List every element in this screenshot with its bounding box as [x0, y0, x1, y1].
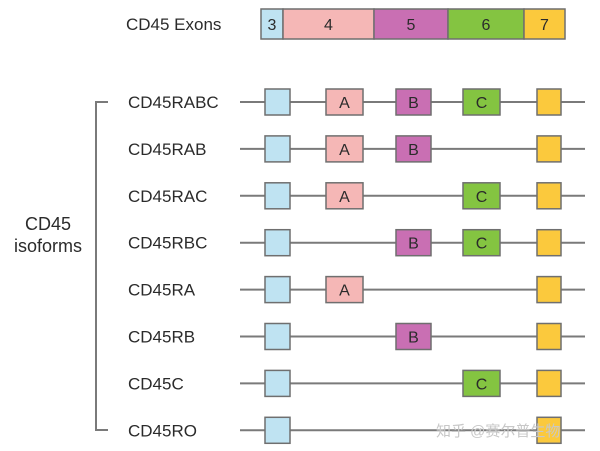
isoform-row-cd45rac: CD45RAC A C [128, 182, 585, 210]
exon-box-3 [264, 275, 291, 304]
exon-box-3 [264, 135, 291, 163]
exon-number-6: 6 [482, 17, 491, 34]
exon-box-a [325, 275, 364, 304]
exon-box-7 [536, 369, 562, 398]
exon-segment-7 [523, 8, 566, 40]
isoform-name: CD45RB [128, 328, 195, 347]
group-label-line2: isoforms [14, 236, 82, 256]
isoform-row-cd45c: CD45C C [128, 369, 585, 398]
exon-number-7: 7 [540, 17, 549, 34]
exon-letter-b: B [408, 330, 419, 347]
exon-box-c [462, 88, 501, 116]
group-label-line1: CD45 [25, 214, 71, 234]
exon-box-a [325, 88, 364, 116]
exon-box-7 [536, 228, 562, 257]
exon-letter-b: B [408, 95, 419, 112]
exon-box-3 [264, 322, 291, 351]
exon-box-3 [264, 369, 291, 398]
exon-letter-a: A [339, 283, 350, 300]
exon-box-3 [264, 182, 291, 210]
exons-title: CD45 Exons [126, 15, 221, 34]
isoform-name: CD45RAC [128, 187, 207, 206]
exon-header: CD45 Exons 3 4 5 6 7 [126, 8, 566, 40]
isoform-name: CD45RABC [128, 93, 219, 112]
exon-box-c [462, 369, 501, 398]
exon-segment-4 [282, 8, 375, 40]
exon-box-b [395, 135, 432, 163]
exon-letter-b: B [408, 236, 419, 253]
exon-box-3 [264, 416, 291, 445]
exon-box-c [462, 182, 501, 210]
exon-letter-c: C [476, 236, 488, 253]
isoform-row-cd45rb: CD45RB B [128, 322, 585, 351]
exon-box-7 [536, 416, 562, 445]
exon-box-7 [536, 135, 562, 163]
exon-number-3: 3 [268, 17, 277, 34]
isoform-row-cd45rbc: CD45RBC B C [128, 228, 585, 257]
exon-box-a [325, 135, 364, 163]
exon-letter-c: C [476, 376, 488, 393]
exon-letter-b: B [408, 142, 419, 159]
exon-box-7 [536, 275, 562, 304]
exon-box-3 [264, 228, 291, 257]
exon-segment-5 [373, 8, 449, 40]
exon-box-b [395, 88, 432, 116]
exon-letter-a: A [339, 95, 350, 112]
exon-letter-c: C [476, 95, 488, 112]
group-bracket [95, 101, 108, 431]
exon-box-b [395, 322, 432, 351]
exon-letter-a: A [339, 189, 350, 206]
exon-box-c [462, 228, 501, 257]
exon-box-3 [264, 88, 291, 116]
isoform-name: CD45RA [128, 281, 196, 300]
exon-letter-c: C [476, 189, 488, 206]
exon-box-b [395, 228, 432, 257]
isoform-row-cd45rabc: CD45RABC A B C [128, 88, 585, 116]
exon-number-4: 4 [324, 17, 333, 34]
exon-box-a [325, 182, 364, 210]
isoform-row-cd45rab: CD45RAB A B [128, 135, 585, 163]
isoform-row-cd45ro: CD45RO [128, 416, 585, 445]
exon-box-7 [536, 182, 562, 210]
exon-bar: 3 4 5 6 7 [260, 8, 566, 40]
isoform-name: CD45RAB [128, 140, 206, 159]
isoform-name: CD45C [128, 374, 184, 393]
exon-box-7 [536, 88, 562, 116]
isoform-row-cd45ra: CD45RA A [128, 275, 585, 304]
isoform-name: CD45RO [128, 421, 197, 440]
isoform-group: CD45 isoforms [14, 101, 108, 431]
watermark-text: 知乎 @赛尔普生物 [436, 423, 560, 440]
exon-letter-a: A [339, 142, 350, 159]
exon-number-5: 5 [407, 17, 416, 34]
exon-box-7 [536, 322, 562, 351]
isoform-name: CD45RBC [128, 234, 207, 253]
exon-segment-6 [447, 8, 525, 40]
